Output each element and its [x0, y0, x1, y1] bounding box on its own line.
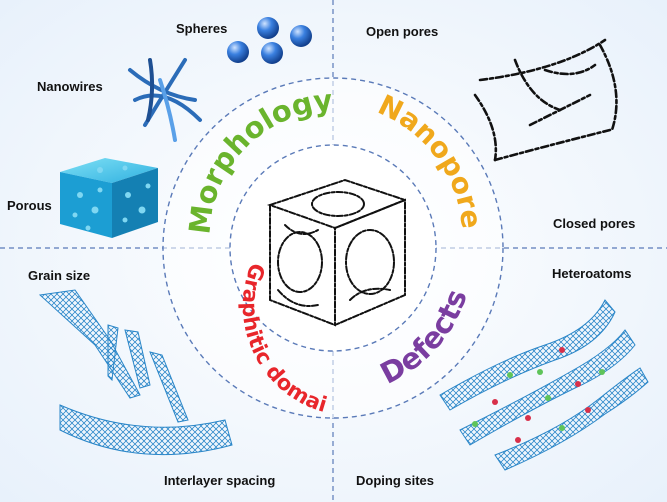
label-doping-sites: Doping sites — [356, 473, 435, 488]
inner-ring — [229, 144, 437, 352]
label-spheres: Spheres — [176, 21, 228, 36]
sphere-cluster-icon — [227, 17, 312, 64]
label-closed-pores: Closed pores — [553, 216, 636, 231]
label-interlayer-spacing: Interlayer spacing — [164, 473, 276, 488]
doped-ribbon-icon — [439, 299, 649, 471]
dopant-atoms — [472, 347, 605, 443]
label-heteroatoms: Heteroatoms — [552, 266, 632, 281]
label-porous: Porous — [7, 198, 52, 213]
open-pore-sketch — [473, 38, 618, 162]
porous-cube-icon — [60, 158, 158, 238]
graphene-sheet-icon — [38, 289, 233, 456]
label-nanowires: Nanowires — [37, 79, 103, 94]
center-cube-sketch — [266, 178, 408, 327]
label-open-pores: Open pores — [366, 24, 439, 39]
label-grain-size: Grain size — [28, 268, 91, 283]
nanowire-icon — [128, 58, 202, 142]
